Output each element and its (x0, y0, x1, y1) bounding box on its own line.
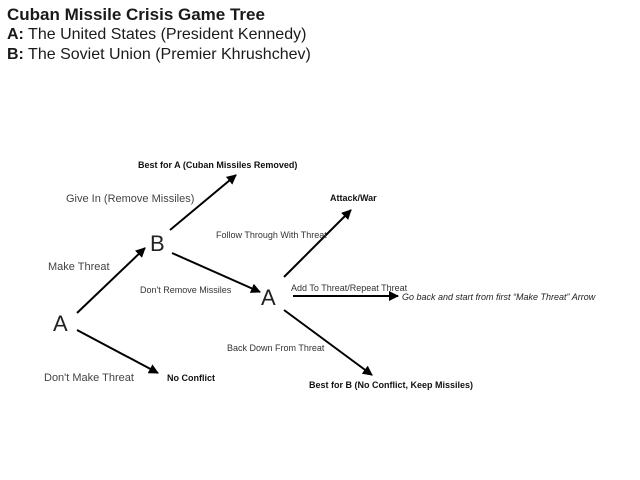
player-a-legend: A: The United States (President Kennedy) (7, 25, 311, 45)
edge-label-dont-make-threat: Don't Make Threat (44, 372, 134, 384)
arrow-make-threat (76, 247, 146, 314)
arrow-dont-make-threat (76, 329, 159, 374)
player-b-key: B: (7, 46, 24, 63)
outcome-go-back-note: Go back and start from first “Make Threa… (402, 292, 596, 302)
outcome-best-for-a: Best for A (Cuban Missiles Removed) (138, 160, 298, 170)
node-a-second: A (261, 285, 276, 310)
edge-label-add-threat: Add To Threat/Repeat Threat (291, 283, 408, 293)
outcome-no-conflict: No Conflict (167, 373, 215, 383)
player-a-key: A: (7, 26, 24, 43)
edge-label-give-in: Give In (Remove Missiles) (66, 193, 195, 205)
arrow-back-down (283, 309, 373, 376)
arrow-give-in (169, 174, 237, 231)
outcome-best-for-b: Best for B (No Conflict, Keep Missiles) (309, 380, 474, 390)
player-b-description: The Soviet Union (Premier Khrushchev) (28, 46, 311, 63)
edge-label-make-threat: Make Threat (48, 261, 110, 273)
edge-label-follow-through: Follow Through With Threat (216, 230, 327, 240)
player-b-legend: B: The Soviet Union (Premier Khrushchev) (7, 45, 311, 65)
node-b: B (150, 231, 165, 256)
diagram-title: Cuban Missile Crisis Game Tree (7, 5, 265, 24)
edge-label-dont-remove: Don't Remove Missiles (140, 285, 232, 295)
outcome-attack-war: Attack/War (330, 193, 377, 203)
arrow-follow-through (283, 209, 352, 278)
arrow-dont-remove (171, 252, 261, 293)
node-a-root: A (53, 311, 68, 336)
edge-label-back-down: Back Down From Threat (227, 343, 325, 353)
diagram-header: Cuban Missile Crisis Game Tree A: The Un… (7, 5, 311, 65)
player-a-description: The United States (President Kennedy) (28, 26, 307, 43)
